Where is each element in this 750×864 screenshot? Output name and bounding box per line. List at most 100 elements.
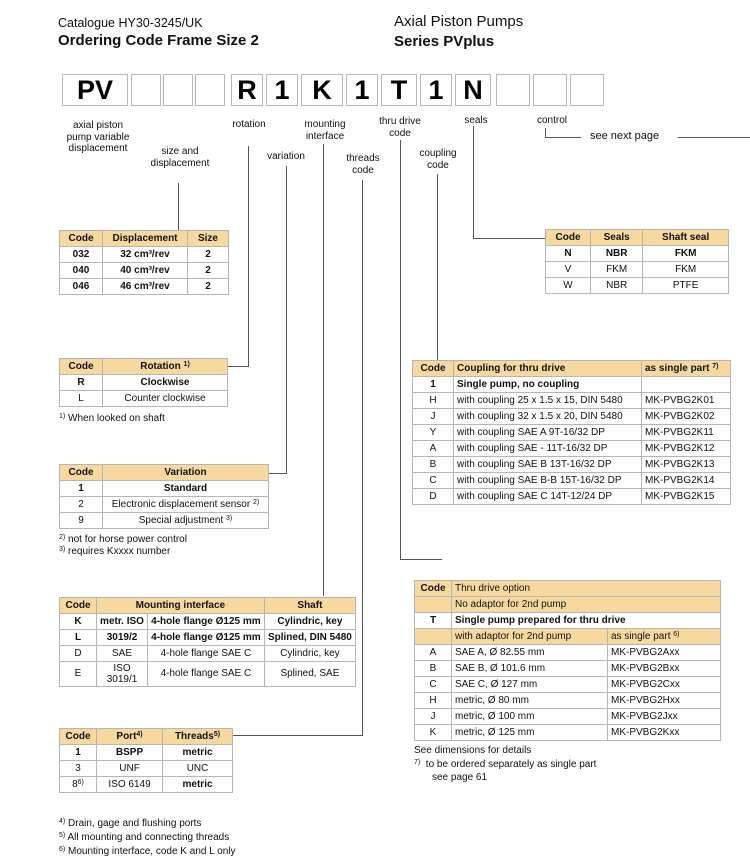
thru-drive-table: Code Thru drive option No adaptor for 2n… (414, 580, 721, 741)
table-row: K metric, Ø 125 mm MK-PVBG2Kxx (414, 724, 721, 741)
footnote-text: All mounting and connecting threads (67, 832, 230, 843)
variation-footnote-3: 3) requires Kxxxx number (59, 546, 170, 557)
cell-shaft-seal: PTFE (642, 277, 729, 294)
col-code: Code (59, 358, 103, 375)
cell-size: 2 (187, 278, 229, 295)
cell-code: K (59, 613, 97, 630)
table-row: A with coupling SAE - 11T-16/32 DP MK-PV… (412, 440, 731, 457)
cell-code: 9 (59, 512, 103, 529)
footnote-text: requires Kxxxx number (68, 546, 171, 557)
cell-rotation: Clockwise (102, 374, 228, 391)
cell-code-text: 8 (72, 778, 78, 790)
code-box-3 (163, 74, 193, 106)
table-row: H with coupling 25 x 1.5 x 15, DIN 5480 … (412, 392, 731, 409)
table-row: C SAE C, Ø 127 mm MK-PVBG2Cxx (414, 676, 721, 693)
col-code: Code (59, 728, 97, 745)
line-seals-h (473, 238, 546, 239)
cell-code: D (59, 645, 97, 662)
table-row: 032 32 cm³/rev 2 (59, 246, 229, 263)
cell-thru-text: Single pump prepared for thru drive (451, 612, 721, 629)
col-single-part-text: as single part (611, 630, 671, 642)
label-mounting: mounting interface (304, 119, 346, 142)
cell-code: 1 (412, 376, 454, 393)
cell-threads: metric (162, 744, 233, 761)
cell-single-part: MK-PVBG2K14 (641, 472, 731, 489)
thru-note-page: see page 61 (432, 772, 488, 783)
cell-code-text: 3 (75, 762, 81, 774)
col-thru-option: Thru drive option (451, 580, 721, 597)
thru-note-7: 7) to be ordered separately as single pa… (414, 759, 596, 770)
table-row: R Clockwise (59, 374, 228, 391)
col-with-adaptor: with adaptor for 2nd pump (451, 628, 608, 645)
cell-flange: 4-hole flange Ø125 mm (147, 629, 265, 646)
cell-standard: metr. ISO (96, 613, 148, 630)
col-size: Size (187, 230, 229, 247)
label-displacement: axial piston pump variable displacement (66, 120, 130, 154)
code-box-seals: N (455, 74, 491, 106)
table-row: Y with coupling SAE A 9T-16/32 DP MK-PVB… (412, 424, 731, 441)
table-row: D with coupling SAE C 14T-12/24 DP MK-PV… (412, 488, 731, 505)
cell-single-part: MK-PVBG2Jxx (607, 708, 721, 725)
cell-flange: 4-hole flange Ø125 mm (147, 613, 265, 630)
footnote-ref: 6) (77, 778, 84, 786)
cell-single-part: MK-PVBG2Kxx (607, 724, 721, 741)
cell-code: Y (412, 424, 454, 441)
cell-seals: NBR (589, 277, 644, 294)
table-row: E ISO 3019/1 4-hole flange SAE C Splined… (59, 661, 357, 687)
cell-variation: Standard (102, 480, 269, 497)
table-row: 1 Standard (59, 480, 269, 497)
variation-footnote-2: 2) not for horse power control (59, 534, 187, 545)
cell-flange: 4-hole flange SAE C (147, 661, 265, 687)
col-single-part: as single part 6) (607, 628, 721, 645)
footnote-text: to be ordered separately as single part (425, 759, 597, 770)
col-code: Code (59, 464, 103, 481)
table-row: N NBR FKM (545, 245, 729, 262)
cell-code: D (412, 488, 454, 505)
table-row: B with coupling SAE B 13T-16/32 DP MK-PV… (412, 456, 731, 473)
cell-shaft: Cylindric, key (263, 645, 357, 662)
table-row: D SAE 4-hole flange SAE C Cylindric, key (59, 645, 357, 662)
cell-threads: metric (162, 776, 233, 793)
page-title: Ordering Code Frame Size 2 (58, 32, 259, 49)
footnote-mark: 2) (59, 534, 66, 541)
line-control-next (678, 137, 750, 138)
line-threads-h (233, 735, 363, 736)
cell-adaptor: SAE A, Ø 82.55 mm (451, 644, 608, 661)
cell-seals: FKM (589, 261, 644, 278)
line-rotation-v (248, 146, 249, 366)
col-single-part: as single part 7) (641, 360, 731, 377)
cell-standard: 3019/2 (96, 629, 148, 646)
cell-code: H (414, 692, 452, 709)
table-row: A SAE A, Ø 82.55 mm MK-PVBG2Axx (414, 644, 721, 661)
col-code: Code (545, 229, 591, 246)
table-row: 040 40 cm³/rev 2 (59, 262, 229, 279)
code-box-variation: 1 (266, 74, 298, 106)
cell-code: R (59, 374, 103, 391)
cell-code: B (412, 456, 454, 473)
footnote-ref: 5) (213, 730, 221, 738)
table-row: 86) ISO 6149 metric (59, 776, 233, 793)
cell-code: A (412, 440, 454, 457)
cell-code: 040 (59, 262, 103, 279)
table-row: 1 BSPP metric (59, 744, 233, 761)
threads-table: Code Port4) Threads5) 1 BSPP metric 3 UN… (59, 728, 233, 793)
cell-variation-text: Standard (163, 482, 208, 494)
table-row: L 3019/2 4-hole flange Ø125 mm Splined, … (59, 629, 357, 646)
footnote-ref: 4) (136, 730, 143, 738)
cell-code: L (59, 629, 97, 646)
cell-code: B (414, 660, 452, 677)
col-rotation: Rotation 1) (102, 358, 228, 375)
col-port: Port4) (95, 728, 164, 745)
cell-coupling: with coupling SAE A 9T-16/32 DP (453, 424, 642, 441)
variation-table: Code Variation 1 Standard 2 Electronic d… (59, 464, 269, 529)
cell-single-part: MK-PVBG2Hxx (607, 692, 721, 709)
line-control-v (545, 128, 546, 137)
table-row: 3 UNF UNC (59, 760, 233, 777)
label-rotation: rotation (232, 119, 266, 130)
label-size: size and displacement (150, 146, 210, 169)
cell-seals: NBR (589, 245, 644, 262)
cell-code: 1 (59, 744, 97, 761)
cell-code: 3 (59, 760, 97, 777)
col-threads: Threads5) (162, 728, 233, 745)
cell-code-text: 1 (75, 746, 81, 758)
